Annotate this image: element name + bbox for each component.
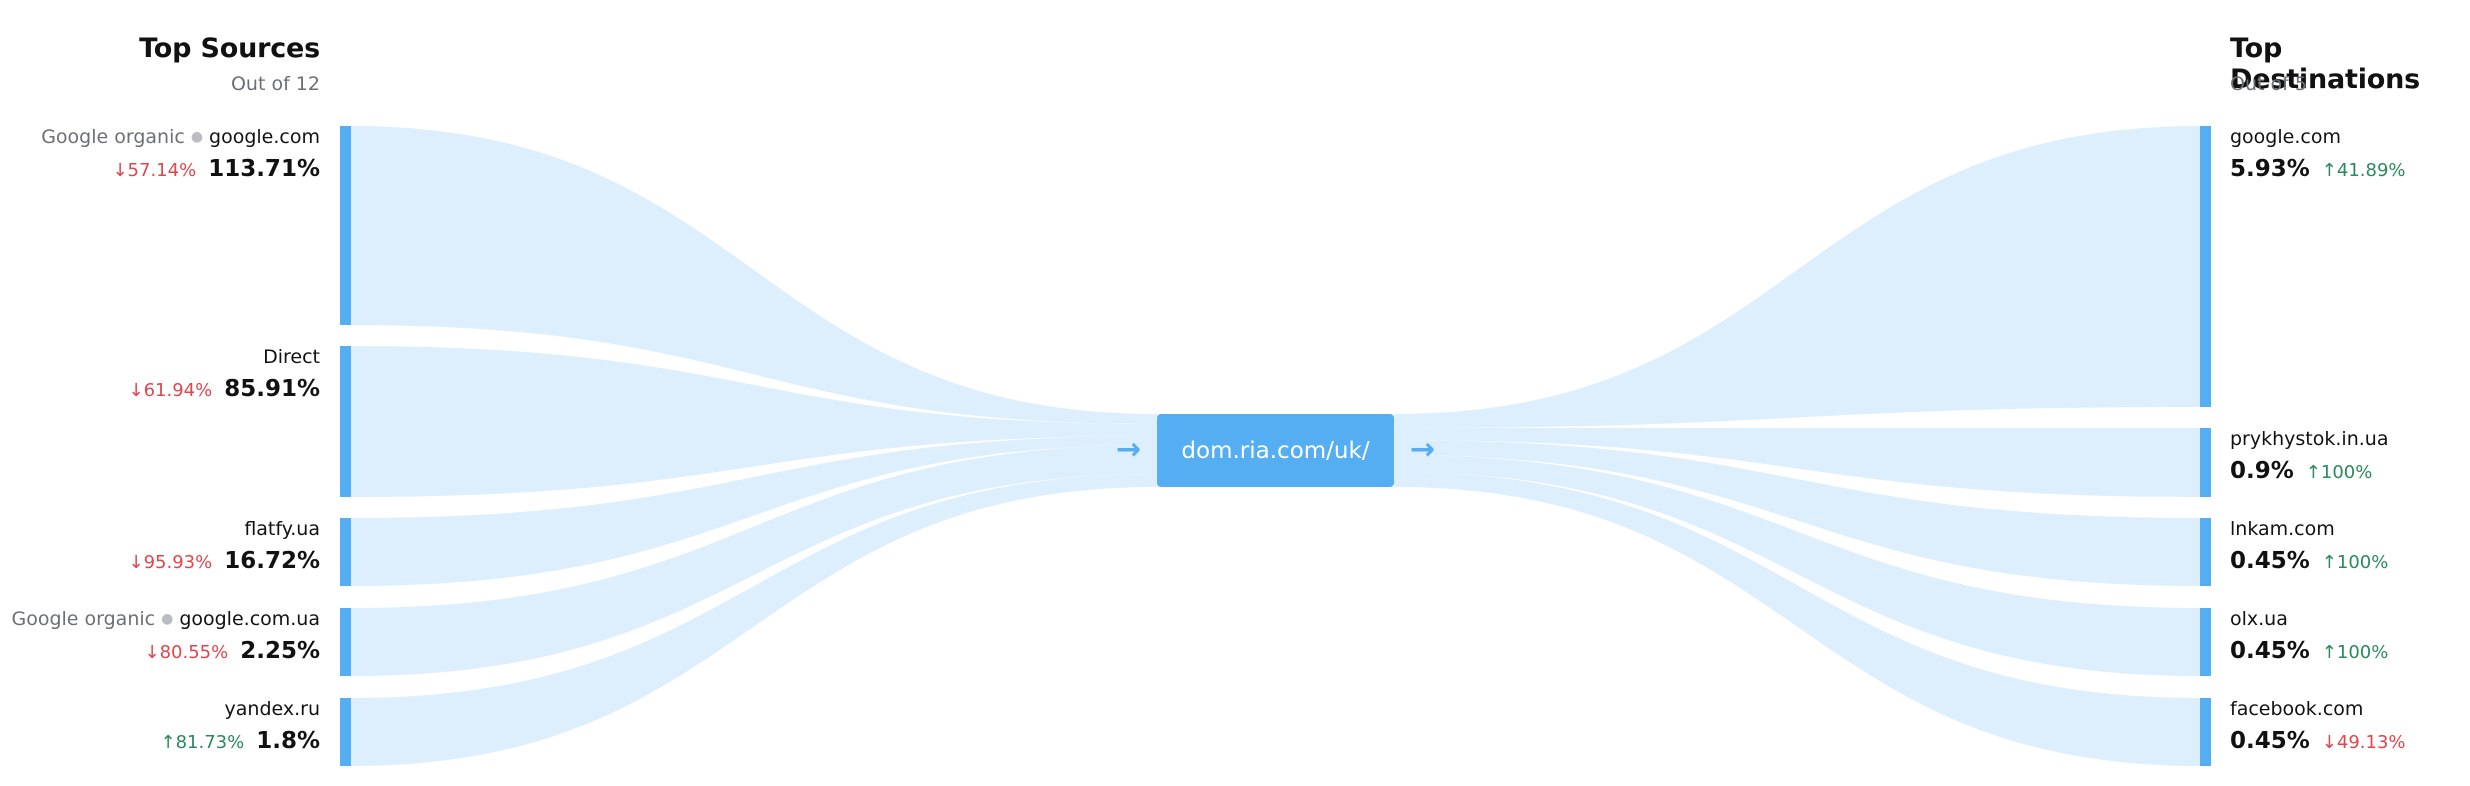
destination-domain[interactable]: facebook.com xyxy=(2230,698,2364,720)
source-bar[interactable] xyxy=(340,698,351,766)
destination-bar[interactable] xyxy=(2200,428,2211,497)
source-bar[interactable] xyxy=(340,346,351,497)
destinations-subtitle: Out of 5 xyxy=(2230,73,2307,95)
source-channel: Google organic xyxy=(41,126,185,148)
source-flow xyxy=(351,445,1157,676)
separator-dot: ● xyxy=(161,611,174,627)
source-change: ↓80.55% xyxy=(144,642,229,663)
source-stats: ↓80.55% 2.25% xyxy=(144,638,320,664)
source-domain[interactable]: yandex.ru xyxy=(224,698,320,720)
destination-change: ↑41.89% xyxy=(2321,160,2406,181)
destination-bar[interactable] xyxy=(2200,518,2211,586)
destination-change: ↓49.13% xyxy=(2321,732,2406,753)
source-share: 16.72% xyxy=(224,548,320,574)
destination-label[interactable]: google.com xyxy=(2230,126,2341,148)
source-change: ↓95.93% xyxy=(128,552,213,573)
destination-label[interactable]: olx.ua xyxy=(2230,608,2288,630)
source-flow xyxy=(351,436,1157,586)
destination-label[interactable]: lnkam.com xyxy=(2230,518,2335,540)
source-bar[interactable] xyxy=(340,608,351,676)
destination-domain[interactable]: lnkam.com xyxy=(2230,518,2335,540)
source-flow xyxy=(351,474,1157,766)
destination-change: ↑100% xyxy=(2305,462,2373,483)
source-domain[interactable]: flatfy.ua xyxy=(244,518,320,540)
destination-domain[interactable]: prykhystok.in.ua xyxy=(2230,428,2389,450)
destination-stats: 0.9% ↑100% xyxy=(2230,458,2372,484)
source-share: 2.25% xyxy=(240,638,320,664)
source-domain[interactable]: google.com xyxy=(209,126,320,148)
destination-share: 0.45% xyxy=(2230,638,2310,664)
source-share: 113.71% xyxy=(208,156,320,182)
source-change: ↑81.73% xyxy=(160,732,245,753)
source-flow xyxy=(351,346,1157,497)
source-label[interactable]: Direct xyxy=(263,346,320,368)
destination-stats: 5.93% ↑41.89% xyxy=(2230,156,2406,182)
destination-stats: 0.45% ↑100% xyxy=(2230,638,2388,664)
destinations-title: Top Destinations xyxy=(2230,33,2421,95)
source-domain[interactable]: google.com.ua xyxy=(179,608,320,630)
source-domain[interactable]: Direct xyxy=(263,346,320,368)
destination-flow xyxy=(1394,472,2200,766)
destination-share: 0.9% xyxy=(2230,458,2294,484)
sources-subtitle: Out of 12 xyxy=(230,73,320,95)
destination-bar[interactable] xyxy=(2200,126,2211,407)
destination-domain[interactable]: olx.ua xyxy=(2230,608,2288,630)
destination-flow xyxy=(1394,440,2200,586)
source-change: ↓57.14% xyxy=(112,160,197,181)
destination-bar[interactable] xyxy=(2200,608,2211,676)
separator-dot: ● xyxy=(190,129,204,145)
destination-flow xyxy=(1394,126,2200,428)
destination-flow xyxy=(1394,455,2200,676)
source-share: 1.8% xyxy=(256,728,320,754)
arrow-right-icon: → xyxy=(1410,432,1436,467)
center-node-label: dom.ria.com/uk/ xyxy=(1181,437,1370,464)
sources-title: Top Sources xyxy=(139,33,320,64)
source-share: 85.91% xyxy=(224,376,320,402)
source-bar[interactable] xyxy=(340,126,351,325)
source-stats: ↓95.93% 16.72% xyxy=(128,548,320,574)
source-bar[interactable] xyxy=(340,518,351,586)
destination-stats: 0.45% ↑100% xyxy=(2230,548,2388,574)
source-stats: ↓57.14% 113.71% xyxy=(112,156,320,182)
destination-share: 5.93% xyxy=(2230,156,2310,182)
destination-stats: 0.45% ↓49.13% xyxy=(2230,728,2406,754)
source-stats: ↑81.73% 1.8% xyxy=(160,728,320,754)
source-label[interactable]: yandex.ru xyxy=(225,698,320,720)
center-node[interactable]: dom.ria.com/uk/ xyxy=(1157,414,1394,487)
source-stats: ↓61.94% 85.91% xyxy=(128,376,320,402)
arrow-right-icon: → xyxy=(1116,432,1142,467)
destination-bar[interactable] xyxy=(2200,698,2211,766)
source-flow xyxy=(351,126,1157,424)
destination-domain[interactable]: google.com xyxy=(2230,126,2341,148)
source-channel: Google organic xyxy=(11,608,156,630)
source-label[interactable]: Google organic ● google.com.ua xyxy=(11,608,320,630)
source-change: ↓61.94% xyxy=(128,380,213,401)
source-label[interactable]: Google organic ● google.com xyxy=(41,126,320,148)
destination-change: ↑100% xyxy=(2321,552,2389,573)
destination-label[interactable]: prykhystok.in.ua xyxy=(2230,428,2388,450)
destination-share: 0.45% xyxy=(2230,548,2310,574)
destination-label[interactable]: facebook.com xyxy=(2230,698,2363,720)
destination-share: 0.45% xyxy=(2230,728,2310,754)
destination-change: ↑100% xyxy=(2321,642,2389,663)
source-label[interactable]: flatfy.ua xyxy=(244,518,320,540)
destination-flow xyxy=(1394,428,2200,497)
